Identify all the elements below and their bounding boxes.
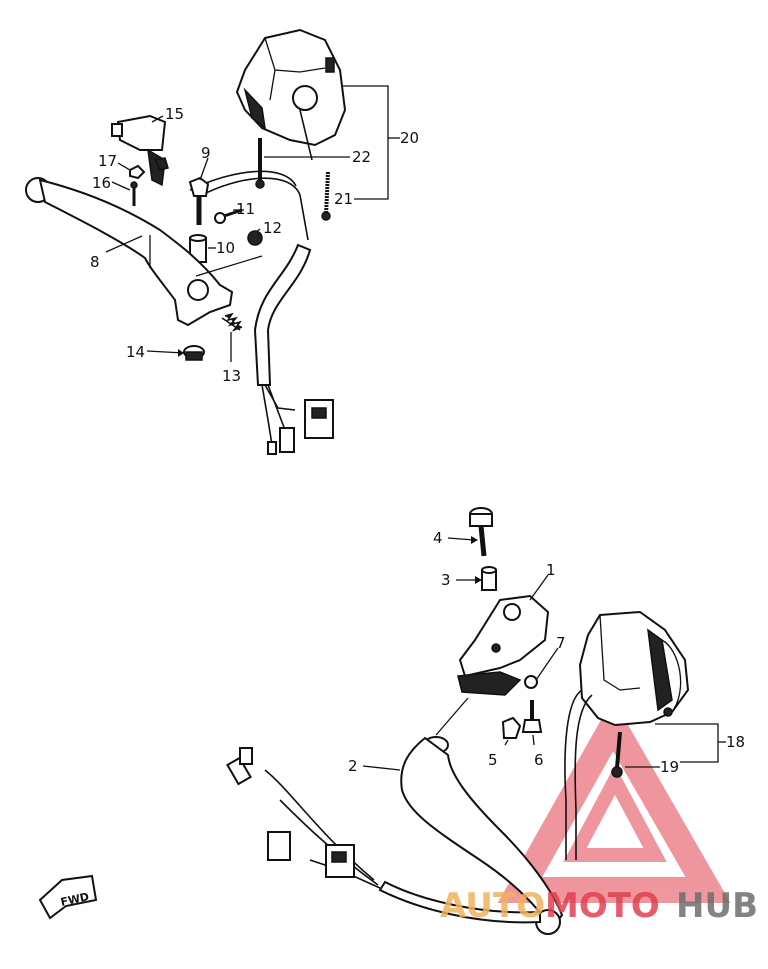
label-3: 3: [441, 571, 451, 589]
label-17: 17: [98, 152, 117, 170]
connector-top: [304, 399, 334, 439]
label-18: 18: [726, 733, 745, 751]
screw-6: [521, 700, 543, 733]
right-switch-housing: [578, 610, 690, 727]
label-8: 8: [90, 253, 100, 271]
label-19: 19: [660, 758, 679, 776]
bolt-9: [188, 176, 210, 225]
label-1: 1: [546, 561, 556, 579]
label-10: 10: [216, 239, 235, 257]
label-21: 21: [334, 190, 353, 208]
bolt-4: [469, 507, 493, 557]
label-11: 11: [236, 200, 255, 218]
watermark-text: AUTO MOTO HUB: [440, 886, 758, 926]
label-9: 9: [201, 144, 211, 162]
connector-bottom: [325, 844, 355, 878]
nut-12: [247, 230, 263, 246]
bracket-1: [457, 594, 550, 696]
spring-13: [221, 312, 243, 332]
nut-7: [524, 675, 538, 689]
lever-2: [400, 736, 564, 935]
screw-11: [214, 208, 243, 224]
screw-19: [611, 731, 623, 778]
label-5: 5: [488, 751, 498, 769]
label-22: 22: [352, 148, 371, 166]
nut-5: [501, 716, 522, 739]
fwd-text: FWD: [59, 890, 90, 909]
nut-17: [129, 164, 146, 180]
label-6: 6: [534, 751, 544, 769]
label-13: 13: [222, 367, 241, 385]
watermark-part1: AUTO: [440, 886, 545, 926]
label-14: 14: [126, 343, 145, 361]
screw-21: [321, 171, 331, 221]
label-4: 4: [433, 529, 443, 547]
label-16: 16: [92, 174, 111, 192]
lever-8: [25, 177, 263, 327]
screw-22: [255, 138, 265, 189]
label-2: 2: [348, 757, 358, 775]
screw-14: [183, 345, 205, 361]
label-7: 7: [556, 634, 566, 652]
callout-labels: 15 9 17 16 11 12 10 8 14 13 20 22 21 4 3…: [90, 105, 745, 776]
switch-15: [111, 114, 169, 187]
left-switch-housing: [235, 28, 347, 161]
label-12: 12: [263, 219, 282, 237]
watermark-part3: HUB: [676, 886, 758, 926]
screw-16: [130, 181, 138, 206]
watermark-logo: [497, 698, 731, 903]
label-20: 20: [400, 129, 419, 147]
fwd-arrow: FWD: [38, 874, 98, 920]
watermark-part2: MOTO: [545, 886, 660, 926]
label-15: 15: [165, 105, 184, 123]
